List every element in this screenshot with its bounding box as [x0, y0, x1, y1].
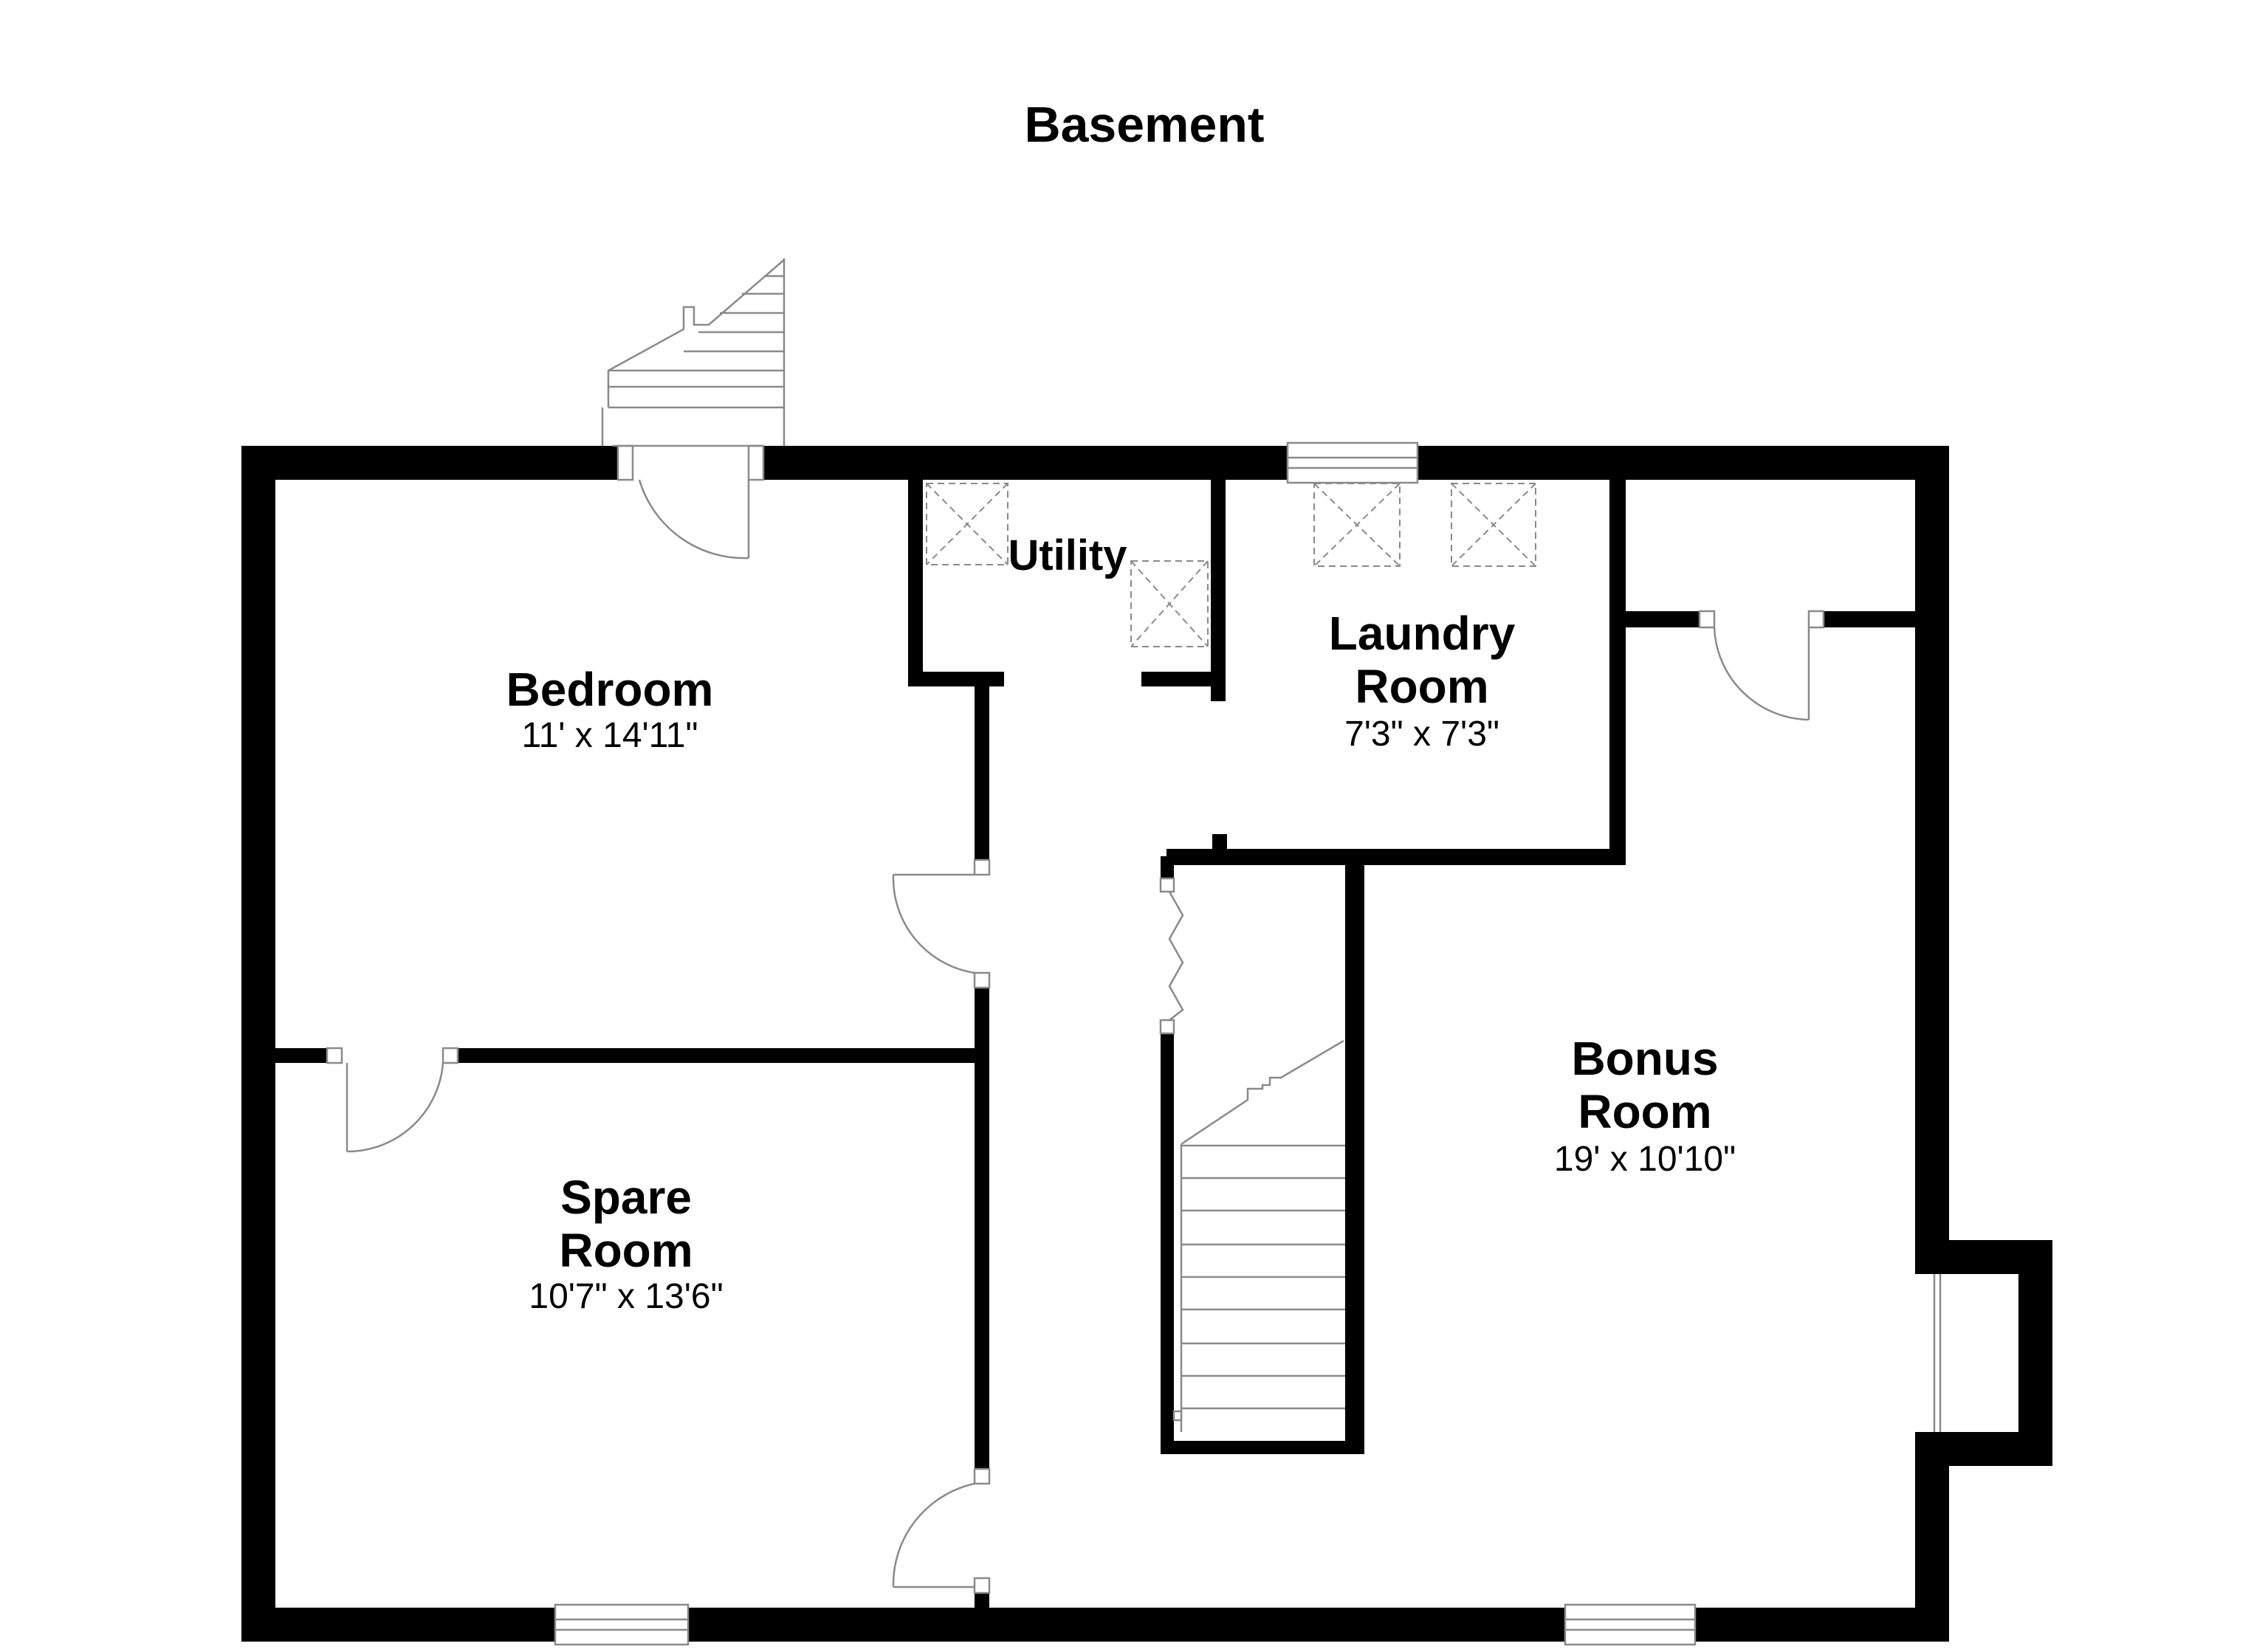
right-wall-lower	[1915, 1432, 1949, 1642]
exterior-stairs	[601, 258, 786, 447]
bumpout-bottom	[1915, 1432, 2052, 1466]
spare-room-name-line1: Spare	[560, 1171, 692, 1224]
washer-fixture	[1313, 483, 1401, 567]
stair-left-wall-upper	[1161, 856, 1174, 878]
door-stair-bifold	[1159, 877, 1184, 1035]
laundry-room-name-line1: Laundry	[1329, 607, 1516, 660]
window-bottom-right	[1564, 1603, 1697, 1646]
fixtures	[926, 483, 1536, 647]
window-bumpout	[1933, 1274, 1942, 1432]
room-label-bedroom: Bedroom 11' x 14'11"	[506, 663, 714, 755]
door-bedroom-hall	[892, 858, 991, 989]
window-top	[1286, 441, 1419, 484]
hall-wall-upper	[975, 672, 989, 871]
top-wall-left	[241, 446, 618, 480]
utility-left-wall	[908, 480, 923, 686]
laundry-room-name-line2: Room	[1355, 660, 1488, 713]
room-label-laundry: Laundry Room 7'3" x 7'3"	[1329, 607, 1516, 754]
utility-bottom-left-wall	[908, 672, 1004, 686]
utility-fixture-2	[1130, 560, 1209, 647]
bonus-room-name-line2: Room	[1578, 1085, 1711, 1138]
doors	[326, 444, 1825, 1594]
hall-wall-middle	[975, 982, 989, 1469]
window-bottom-left	[554, 1603, 690, 1646]
stair-right-wall	[1345, 856, 1364, 1454]
plan-title: Basement	[1024, 97, 1264, 153]
laundry-room-dims: 7'3" x 7'3"	[1344, 715, 1499, 754]
closet-bottom-left-wall	[1626, 611, 1700, 627]
door-bonus-closet	[1698, 610, 1825, 721]
laundry-door-stub	[1212, 834, 1227, 852]
bottom-wall-left	[241, 1608, 555, 1642]
utility-right-wall	[1211, 480, 1226, 701]
spare-room-dims: 10'7" x 13'6"	[529, 1277, 723, 1316]
room-label-utility: Utility	[1008, 531, 1127, 579]
door-spare-hall	[892, 1467, 991, 1594]
utility-fixture-1	[926, 483, 1008, 565]
door-bedroom-exterior	[616, 444, 765, 560]
interior-walls	[275, 480, 1915, 1608]
stair-left-wall	[1161, 1033, 1174, 1454]
room-label-spare: Spare Room 10'7" x 13'6"	[529, 1171, 723, 1316]
top-wall-middle	[763, 446, 1288, 480]
bedroom-spare-wall-left	[275, 1048, 327, 1063]
utility-bottom-right-wall	[1141, 672, 1226, 686]
bumpout-right	[2018, 1240, 2052, 1466]
interior-stairs	[1161, 1039, 1364, 1454]
right-wall-upper	[1915, 446, 1949, 1240]
bedroom-dims: 11' x 14'11"	[521, 716, 698, 755]
closet-bottom-right-wall	[1824, 611, 1915, 627]
utility-name: Utility	[1008, 531, 1127, 579]
bottom-wall-middle	[688, 1608, 1565, 1642]
dryer-fixture	[1451, 483, 1536, 567]
laundry-bottom-wall	[1166, 849, 1626, 865]
top-wall-right	[1418, 446, 1949, 480]
exterior-walls	[241, 446, 2052, 1642]
room-label-bonus: Bonus Room 19' x 10'10"	[1554, 1032, 1736, 1179]
bedroom-spare-wall-right	[458, 1048, 982, 1063]
stair-bottom-wall	[1161, 1441, 1364, 1454]
windows	[554, 441, 1942, 1646]
laundry-right-wall	[1609, 480, 1626, 864]
bonus-room-dims: 19' x 10'10"	[1554, 1140, 1736, 1179]
left-wall	[241, 446, 275, 1642]
bonus-room-name-line1: Bonus	[1571, 1032, 1718, 1085]
spare-room-name-line2: Room	[559, 1224, 693, 1277]
bedroom-name: Bedroom	[506, 663, 714, 716]
door-spare-room	[326, 1047, 459, 1153]
bottom-wall-right	[1695, 1608, 1949, 1642]
